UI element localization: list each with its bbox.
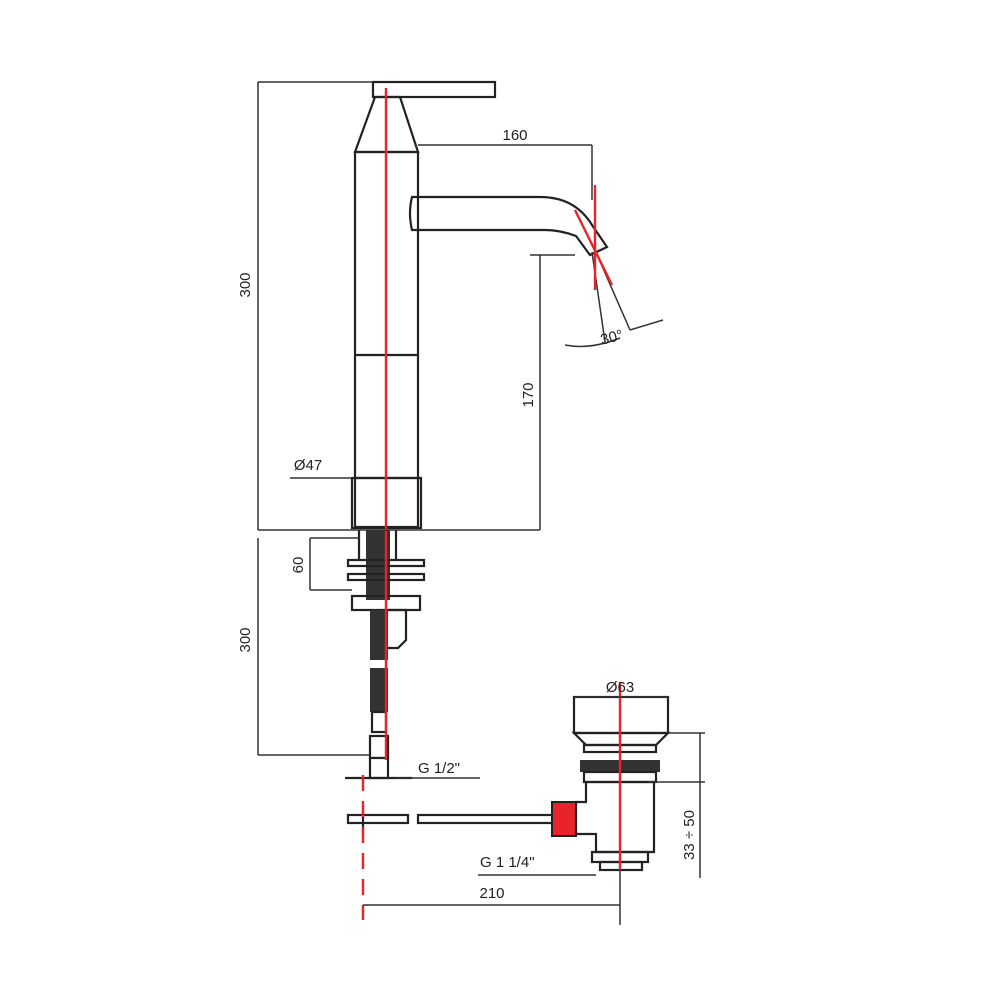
supply-nut xyxy=(368,756,390,780)
dim-overall-height: 300 xyxy=(237,272,254,297)
dim-supply-thread: G 1/2" xyxy=(418,760,460,777)
dim-waste-thread: G 1 1/4" xyxy=(480,854,535,871)
spout xyxy=(408,195,664,348)
handle-lever xyxy=(371,80,497,99)
dim-spout-angle: 30° xyxy=(599,327,625,349)
under-deck-fixing xyxy=(345,530,426,780)
dim-waste-adjust: 33 ÷ 50 xyxy=(681,810,698,860)
center-axes xyxy=(361,88,622,920)
dim-body-diameter: Ø47 xyxy=(294,457,322,474)
waste-body xyxy=(574,780,656,854)
lift-rod-knob xyxy=(551,801,577,837)
dim-spout-reach: 160 xyxy=(502,127,527,144)
dimension-lines xyxy=(257,81,705,925)
dim-spout-height: 170 xyxy=(520,382,537,407)
dim-waste-diameter: Ø63 xyxy=(606,679,634,696)
dim-waste-offset: 210 xyxy=(479,885,504,902)
dim-hose-length: 300 xyxy=(237,627,254,652)
dimension-labels: 300 160 30° 170 Ø47 60 300 G 1/2" Ø63 G … xyxy=(237,127,698,902)
dim-deck-thickness: 60 xyxy=(290,557,307,574)
faucet-body xyxy=(350,80,497,530)
